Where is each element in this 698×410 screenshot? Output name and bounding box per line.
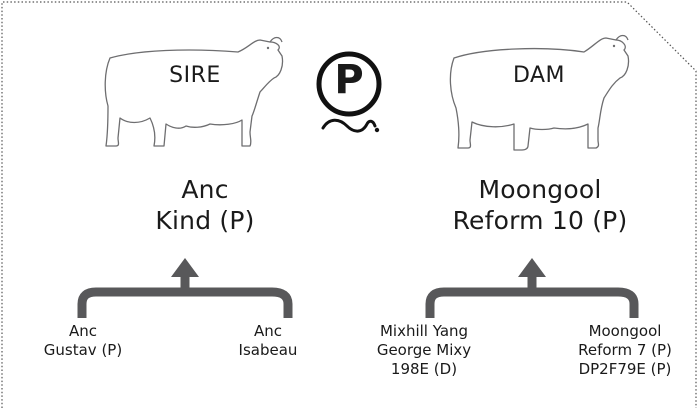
sire-parent-1: Anc Gustav (P)	[28, 322, 138, 360]
sire-arrow-head	[171, 258, 199, 277]
dam-brace-arrow	[425, 275, 639, 318]
sire-parent-2: Anc Isabeau	[218, 322, 318, 360]
dam-name-line1: Moongool	[478, 175, 602, 204]
dam-parent-2-line: Reform 7 (P)	[578, 340, 672, 359]
sire-name: Anc Kind (P)	[105, 174, 305, 237]
dam-name: Moongool Reform 10 (P)	[430, 174, 650, 237]
sire-parent-1-line: Gustav (P)	[43, 340, 123, 359]
sire-brace-arrow	[77, 275, 293, 318]
sire-name-line1: Anc	[181, 175, 229, 204]
dam-cow-icon	[449, 34, 630, 151]
poll-p-letter: P	[334, 57, 364, 103]
dam-parent-2-line: DP2F79E (P)	[578, 359, 672, 378]
dam-parent-1-line: 198E (D)	[390, 359, 458, 378]
dam-parent-1-line: George Mixy	[376, 340, 472, 359]
sire-animal-label: SIRE	[169, 63, 221, 88]
sire-name-line2: Kind (P)	[155, 206, 255, 236]
poll-p-logo-icon	[316, 51, 382, 133]
sire-bull-icon	[104, 36, 284, 147]
dam-animal-label: DAM	[512, 63, 566, 88]
dam-name-line2: Reform 10 (P)	[452, 206, 628, 236]
dam-parent-1: Mixhill Yang George Mixy 198E (D)	[359, 322, 489, 378]
dam-parent-1-line: Mixhill Yang	[379, 322, 469, 340]
sire-parent-2-line: Isabeau	[238, 340, 298, 359]
dam-arrow-head	[518, 258, 546, 277]
dam-parent-2-line: Moongool	[588, 322, 662, 340]
dam-parent-2: Moongool Reform 7 (P) DP2F79E (P)	[560, 322, 690, 378]
sire-parent-2-line: Anc	[253, 322, 282, 340]
sire-parent-1-line: Anc	[68, 322, 97, 340]
